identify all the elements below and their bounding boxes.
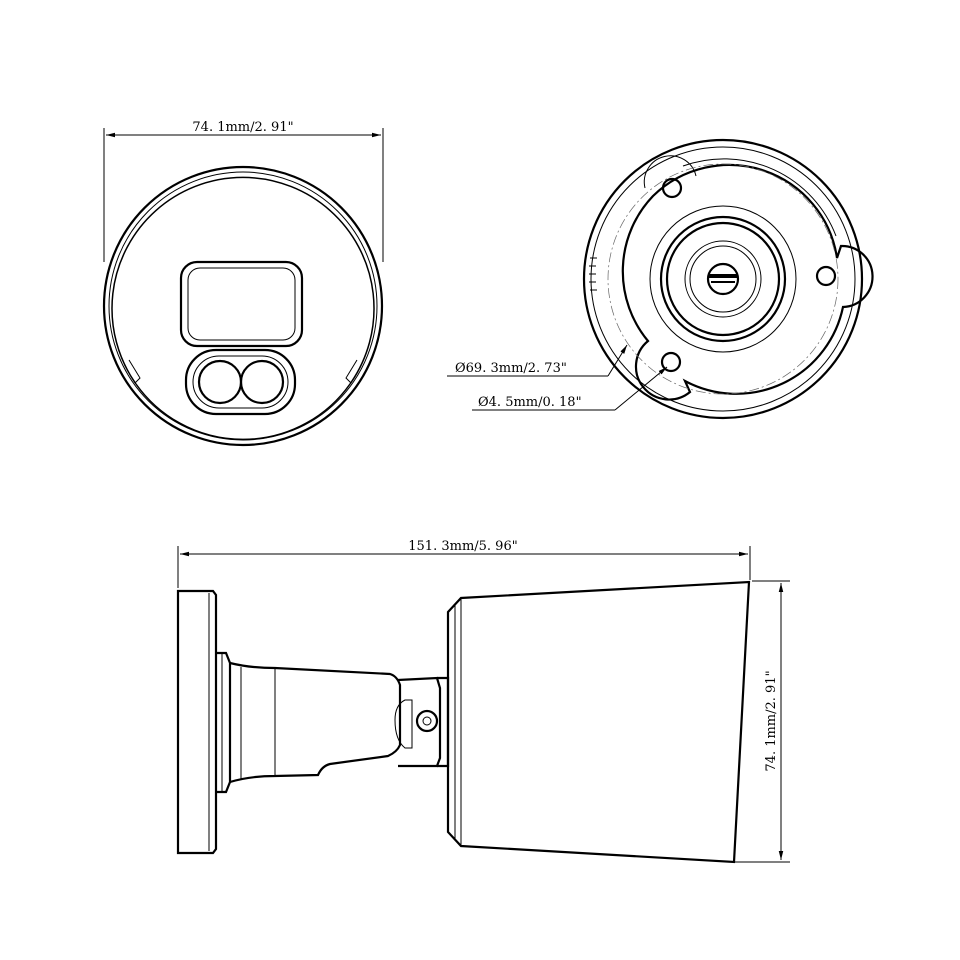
side-knuckle-cover <box>394 699 413 749</box>
front-led-pod-inner <box>192 355 289 409</box>
rear-center-boss-outer <box>649 205 797 353</box>
side-view: 151. 3mm/5. 96" 74. 1mm/2. 91" <box>176 539 790 864</box>
rear-mounting-hole-top <box>661 177 683 199</box>
front-sunshield-tab-left <box>128 359 141 384</box>
side-housing-collar <box>437 676 450 768</box>
side-height-label: 74. 1mm/2. 91" <box>764 670 779 771</box>
front-lens-window-inner <box>187 267 296 341</box>
side-knuckle <box>397 676 442 768</box>
front-view: 74. 1mm/2. 91" <box>102 120 384 447</box>
rear-mounting-hole-right <box>815 265 837 287</box>
front-lower-arc <box>135 383 351 441</box>
rear-bolt-circle <box>607 163 839 395</box>
front-led-pod-outer <box>184 348 297 416</box>
rear-mounting-hole-bottom <box>660 351 682 373</box>
side-length-label: 151. 3mm/5. 96" <box>408 539 517 554</box>
rear-center-boss-inner <box>665 221 781 337</box>
front-width-label: 74. 1mm/2. 91" <box>192 120 293 135</box>
rear-center-boss <box>659 215 787 343</box>
side-lock-screw-center <box>422 716 432 726</box>
side-bracket-base <box>216 651 232 794</box>
front-lens-window-outer <box>179 260 304 348</box>
diameter-leader-arrow <box>607 344 628 377</box>
side-camera-housing <box>446 580 751 864</box>
rear-mounting-plate <box>621 163 874 401</box>
rear-diameter-label: Ø69. 3mm/2. 73" <box>455 361 567 376</box>
front-led-left <box>197 359 243 405</box>
front-sunshield-arc <box>111 176 375 385</box>
rear-outer-circle <box>582 138 864 420</box>
rear-cable-gland-inner <box>689 245 757 313</box>
side-wall-plate <box>176 589 218 855</box>
rear-view: Ø69. 3mm/2. 73" Ø4. 5mm/0. 18" <box>447 138 874 420</box>
front-sunshield-tab-right <box>345 359 358 384</box>
rear-flange-ring <box>590 146 856 412</box>
side-lock-screw <box>415 709 439 733</box>
front-led-right <box>239 359 285 405</box>
rear-hole-tab-top <box>643 155 697 189</box>
front-outer-housing <box>102 165 384 447</box>
rear-cable-gland <box>684 240 762 318</box>
hole-leader-arrow <box>614 366 668 411</box>
rear-cable-hole <box>706 262 740 296</box>
rear-hole-label: Ø4. 5mm/0. 18" <box>478 395 582 410</box>
rear-tab-edge <box>682 158 837 237</box>
side-bracket-arm <box>229 661 402 784</box>
